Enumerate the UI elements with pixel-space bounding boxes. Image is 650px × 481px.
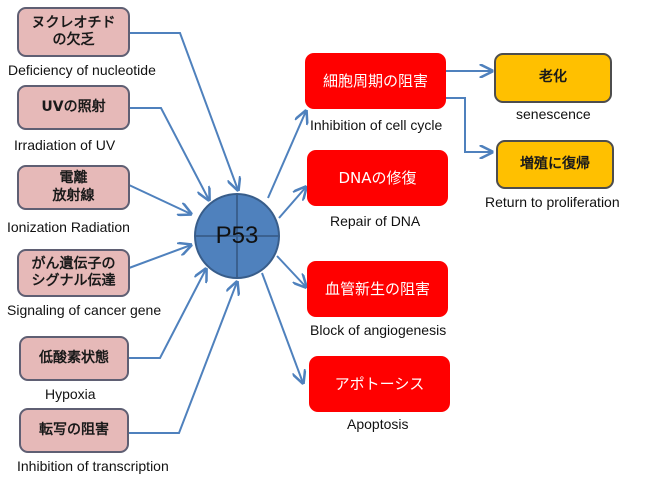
- effect-box-cell-cycle: 細胞周期の阻害: [305, 53, 446, 109]
- cause-jp-line1: ヌクレオチド: [31, 14, 116, 31]
- arrow-hypoxia-to-p53: [129, 269, 206, 359]
- cause-box-ionization: 電離 放射線: [17, 165, 130, 210]
- arrow-transcription-to-p53: [129, 282, 237, 434]
- cause-box-transcription: 転写の阻害: [19, 408, 129, 453]
- arrow-cell-cycle-to-proliferation: [446, 97, 492, 152]
- cause-jp-line1: がん遺伝子の: [31, 255, 116, 272]
- cause-caption-transcription: Inhibition of transcription: [17, 458, 169, 474]
- p53-node: [194, 193, 280, 279]
- cause-box-uv: UVの照射: [17, 85, 130, 130]
- cause-caption-uv: Irradiation of UV: [14, 137, 116, 153]
- effect-jp: アポトーシス: [334, 374, 425, 393]
- outcome-box-senescence: 老化: [494, 53, 612, 103]
- cause-box-cancer-gene: がん遺伝子の シグナル伝達: [17, 249, 130, 297]
- cause-box-nucleotide: ヌクレオチド の欠乏: [17, 7, 130, 57]
- cause-box-hypoxia: 低酸素状態: [19, 336, 129, 381]
- effect-caption-apoptosis: Apoptosis: [347, 416, 409, 432]
- effect-jp: DNAの修復: [338, 168, 417, 187]
- cause-caption-cancer-gene: Signaling of cancer gene: [7, 302, 162, 318]
- cause-jp-line1: 電離: [59, 170, 88, 186]
- outcome-caption-senescence: senescence: [516, 106, 591, 122]
- arrow-ionization-to-p53: [128, 184, 191, 214]
- effect-box-angiogenesis: 血管新生の阻害: [307, 261, 448, 317]
- effect-jp: 血管新生の阻害: [324, 279, 430, 298]
- cause-jp: 低酸素状態: [39, 349, 109, 366]
- effect-caption-dna-repair: Repair of DNA: [330, 213, 421, 229]
- p53-label: P53: [215, 222, 259, 249]
- outcome-caption-proliferation: Return to proliferation: [485, 194, 620, 210]
- arrow-p53-to-cell-cycle: [267, 111, 306, 199]
- effect-caption-cell-cycle: Inhibition of cell cycle: [310, 117, 443, 133]
- cause-jp-line2: 放射線: [52, 187, 95, 204]
- cause-caption-ionization: Ionization Radiation: [7, 219, 130, 235]
- effect-box-apoptosis: アポトーシス: [309, 356, 450, 412]
- arrow-uv-to-p53: [129, 107, 209, 200]
- arrow-p53-to-dna-repair: [278, 187, 306, 219]
- effect-caption-angiogenesis: Block of angiogenesis: [310, 322, 447, 338]
- arrow-cancer-gene-to-p53: [128, 245, 191, 269]
- outcome-jp: 老化: [539, 69, 567, 86]
- arrow-p53-to-angiogenesis: [276, 255, 306, 287]
- cause-jp: UVの照射: [41, 98, 106, 115]
- cause-caption-hypoxia: Hypoxia: [45, 386, 96, 402]
- cause-jp-line2: の欠乏: [52, 32, 95, 48]
- outcome-box-proliferation: 増殖に復帰: [496, 140, 614, 189]
- arrow-p53-to-apoptosis: [261, 272, 303, 383]
- arrow-nucleotide-to-p53: [129, 32, 238, 190]
- cause-jp: 転写の阻害: [39, 421, 109, 438]
- cause-jp-line2: シグナル伝達: [31, 273, 116, 289]
- effect-box-dna-repair: DNAの修復: [307, 150, 448, 206]
- effect-jp: 細胞周期の阻害: [322, 71, 428, 90]
- cause-caption-nucleotide: Deficiency of nucleotide: [8, 62, 156, 78]
- outcome-jp: 増殖に復帰: [520, 155, 590, 172]
